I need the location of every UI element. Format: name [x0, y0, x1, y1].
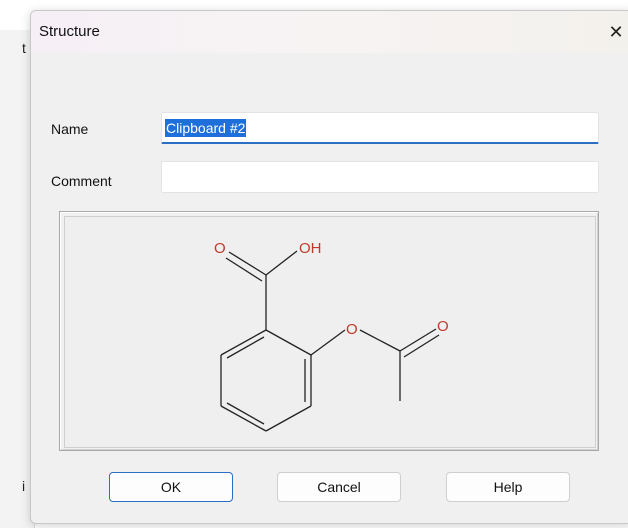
dialog-title: Structure [39, 23, 100, 40]
background-app-strip [0, 30, 35, 528]
help-button[interactable]: Help [446, 472, 570, 502]
name-field-value: Clipboard #2 [165, 119, 247, 137]
name-field[interactable]: Clipboard #2 [161, 112, 599, 144]
bond-ring-6 [220, 329, 267, 356]
atom-label-acetyl-o: O [437, 318, 449, 335]
bond-ring-1 [265, 329, 312, 356]
atom-label-hydroxyl: OH [299, 240, 322, 257]
cancel-button[interactable]: Cancel [277, 472, 401, 502]
close-button[interactable]: ✕ [601, 11, 628, 53]
background-text-fragment-bottom: i [22, 478, 26, 494]
bond-ester-o-to-carbonyl [359, 329, 401, 352]
comment-field[interactable] [161, 161, 599, 193]
close-icon: ✕ [608, 21, 624, 42]
bond-acetyl-double-o [399, 328, 437, 352]
ok-button[interactable]: OK [109, 472, 233, 502]
bond-ring-6-inner [226, 336, 265, 359]
bond-ring-4 [220, 405, 267, 432]
atom-label-carboxyl-o: O [214, 240, 226, 257]
molecule-drawing: O OH O O [214, 240, 449, 432]
bond-acetyl-double-o-2 [403, 334, 440, 358]
comment-label: Comment [51, 173, 112, 189]
structure-preview-frame: O OH O O [59, 211, 599, 451]
background-text-fragment-top: t [22, 40, 26, 56]
name-label: Name [51, 121, 89, 137]
bond-ring-to-ester-o [310, 329, 346, 356]
structure-preview-canvas[interactable]: O OH O O [64, 216, 596, 448]
bond-carboxyl-oh [265, 250, 298, 276]
bond-carboxyl-double-o-2 [225, 257, 263, 282]
bond-ring-3 [265, 405, 312, 432]
bond-carboxyl-double-o [228, 251, 267, 276]
atom-label-ester-o: O [346, 321, 358, 338]
dialog-titlebar[interactable]: Structure ✕ [31, 11, 628, 53]
bond-ring-4-inner [226, 402, 265, 425]
structure-dialog: Structure ✕ Name Clipboard #2 Comment [30, 10, 628, 524]
